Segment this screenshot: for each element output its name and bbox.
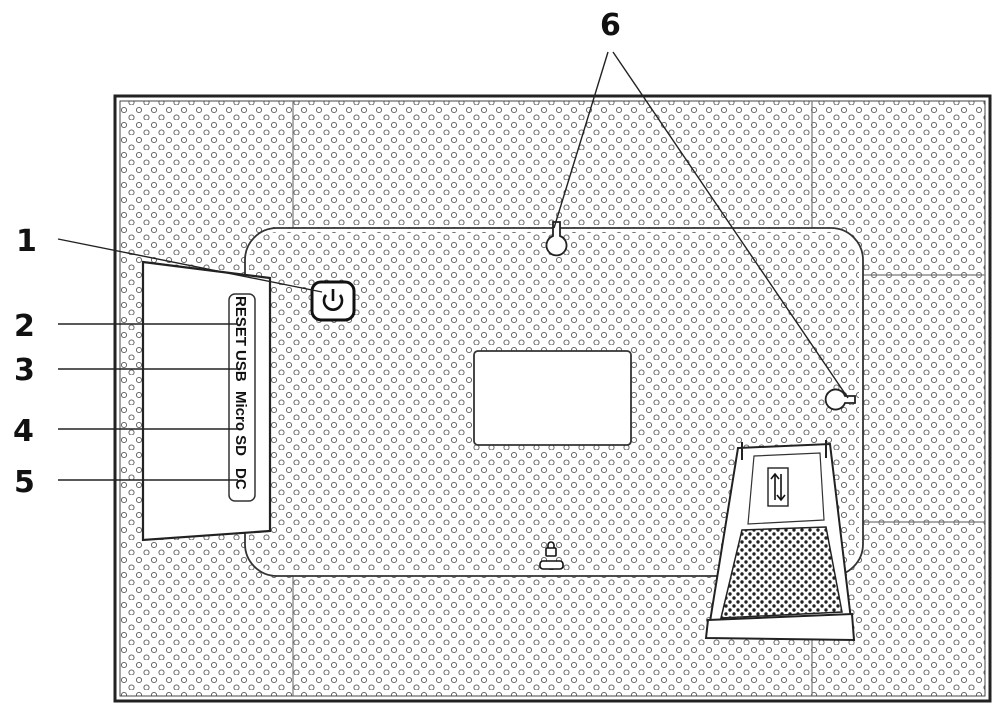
leader-line-6a: [553, 51, 609, 229]
leader-line-1: [57, 238, 323, 293]
double-arrow-icon: [767, 467, 789, 507]
port-label-usb: USB: [232, 350, 249, 382]
callout-6: 6: [600, 8, 621, 43]
port-label-reset: RESET: [232, 296, 249, 346]
port-strip: RESET USB Micro SD DC: [141, 260, 272, 542]
wall-mount-slot-top: [545, 221, 568, 257]
callout-numbers: 1 2 3 4 5 6: [13, 8, 621, 500]
lock-icon: [545, 541, 557, 557]
port-label-microsd: Micro SD: [232, 391, 249, 456]
kickstand: [704, 440, 856, 642]
power-icon: [322, 289, 344, 311]
callout-5: 5: [14, 465, 35, 500]
callout-1: 1: [16, 224, 37, 259]
leader-lines: [57, 51, 849, 481]
port-label-panel: [228, 293, 256, 502]
leader-line-6b: [612, 51, 849, 399]
lock-slot: [539, 560, 564, 570]
wall-mount-slot-right: [824, 388, 856, 411]
label-plate: [473, 350, 632, 446]
port-label-dc: DC: [232, 468, 249, 490]
callout-4: 4: [13, 414, 34, 449]
callout-2: 2: [14, 309, 35, 344]
callout-3: 3: [14, 353, 35, 388]
power-button[interactable]: [310, 280, 356, 322]
